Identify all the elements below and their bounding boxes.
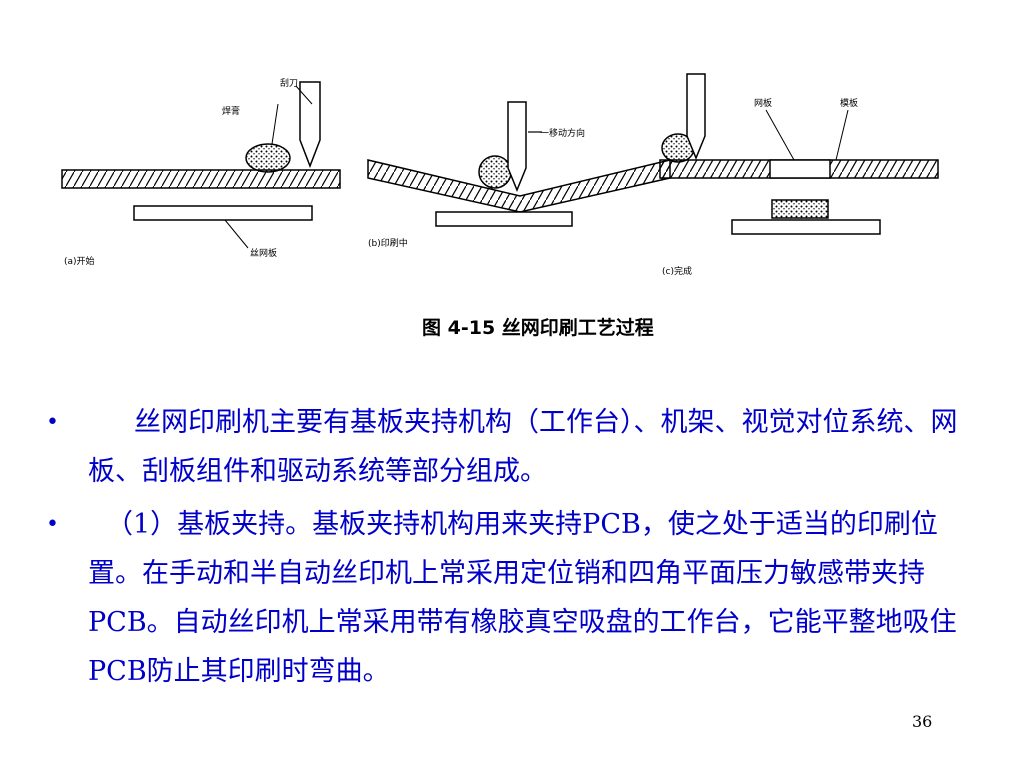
- label-squeegee: 刮刀: [280, 77, 298, 89]
- label-screen: 网板: [754, 97, 772, 109]
- panel-b-printing: 一移动方向 (b)印刷中: [367, 101, 671, 249]
- label-stencil: 丝网板: [250, 247, 277, 259]
- bullet-marker: •: [46, 410, 59, 435]
- caption-c: (c)完成: [662, 265, 692, 277]
- figure-caption: 图 4-15 丝网印刷工艺过程: [422, 316, 654, 339]
- label-template: 模板: [840, 97, 858, 109]
- squeegee-c: [686, 73, 706, 160]
- screen-printing-process-figure: 刮刀 焊膏 丝网板 (a)开始 一移动方向 (b)印刷中 网板 模板 (c)完成…: [61, 73, 939, 339]
- panel-c-complete: 网板 模板 (c)完成: [659, 73, 939, 277]
- label-direction: 一移动方向: [540, 127, 585, 139]
- pcb-c: [731, 219, 881, 235]
- printed-paste-c: [771, 199, 829, 219]
- slide-body: • 丝网印刷机主要有基板夹持机构（工作台）、机架、视觉对位系统、网板、刮板组件和…: [42, 398, 982, 696]
- caption-a: (a)开始: [64, 255, 95, 267]
- bullet-item: • 丝网印刷机主要有基板夹持机构（工作台）、机架、视觉对位系统、网板、刮板组件和…: [42, 398, 982, 496]
- pcb-a: [133, 205, 313, 221]
- solder-paste-b: [478, 155, 512, 189]
- pcb-b: [435, 211, 573, 227]
- squeegee-a: [299, 81, 321, 169]
- bullet-item: • （1）基板夹持。基板夹持机构用来夹持PCB，使之处于适当的印刷位置。在手动和…: [42, 500, 982, 696]
- stencil-a: [61, 169, 341, 189]
- squeegee-b: [507, 101, 527, 192]
- caption-b: (b)印刷中: [368, 237, 408, 249]
- page-number: 36: [912, 712, 933, 731]
- bullet-text: （1）基板夹持。基板夹持机构用来夹持PCB，使之处于适当的印刷位置。在手动和半自…: [88, 509, 957, 687]
- panel-a-start: 刮刀 焊膏 丝网板 (a)开始: [61, 77, 341, 267]
- bullet-text: 丝网印刷机主要有基板夹持机构（工作台）、机架、视觉对位系统、网板、刮板组件和驱动…: [88, 407, 958, 487]
- bullet-marker: •: [46, 512, 59, 537]
- solder-paste-a: [245, 143, 291, 173]
- label-paste: 焊膏: [222, 105, 240, 117]
